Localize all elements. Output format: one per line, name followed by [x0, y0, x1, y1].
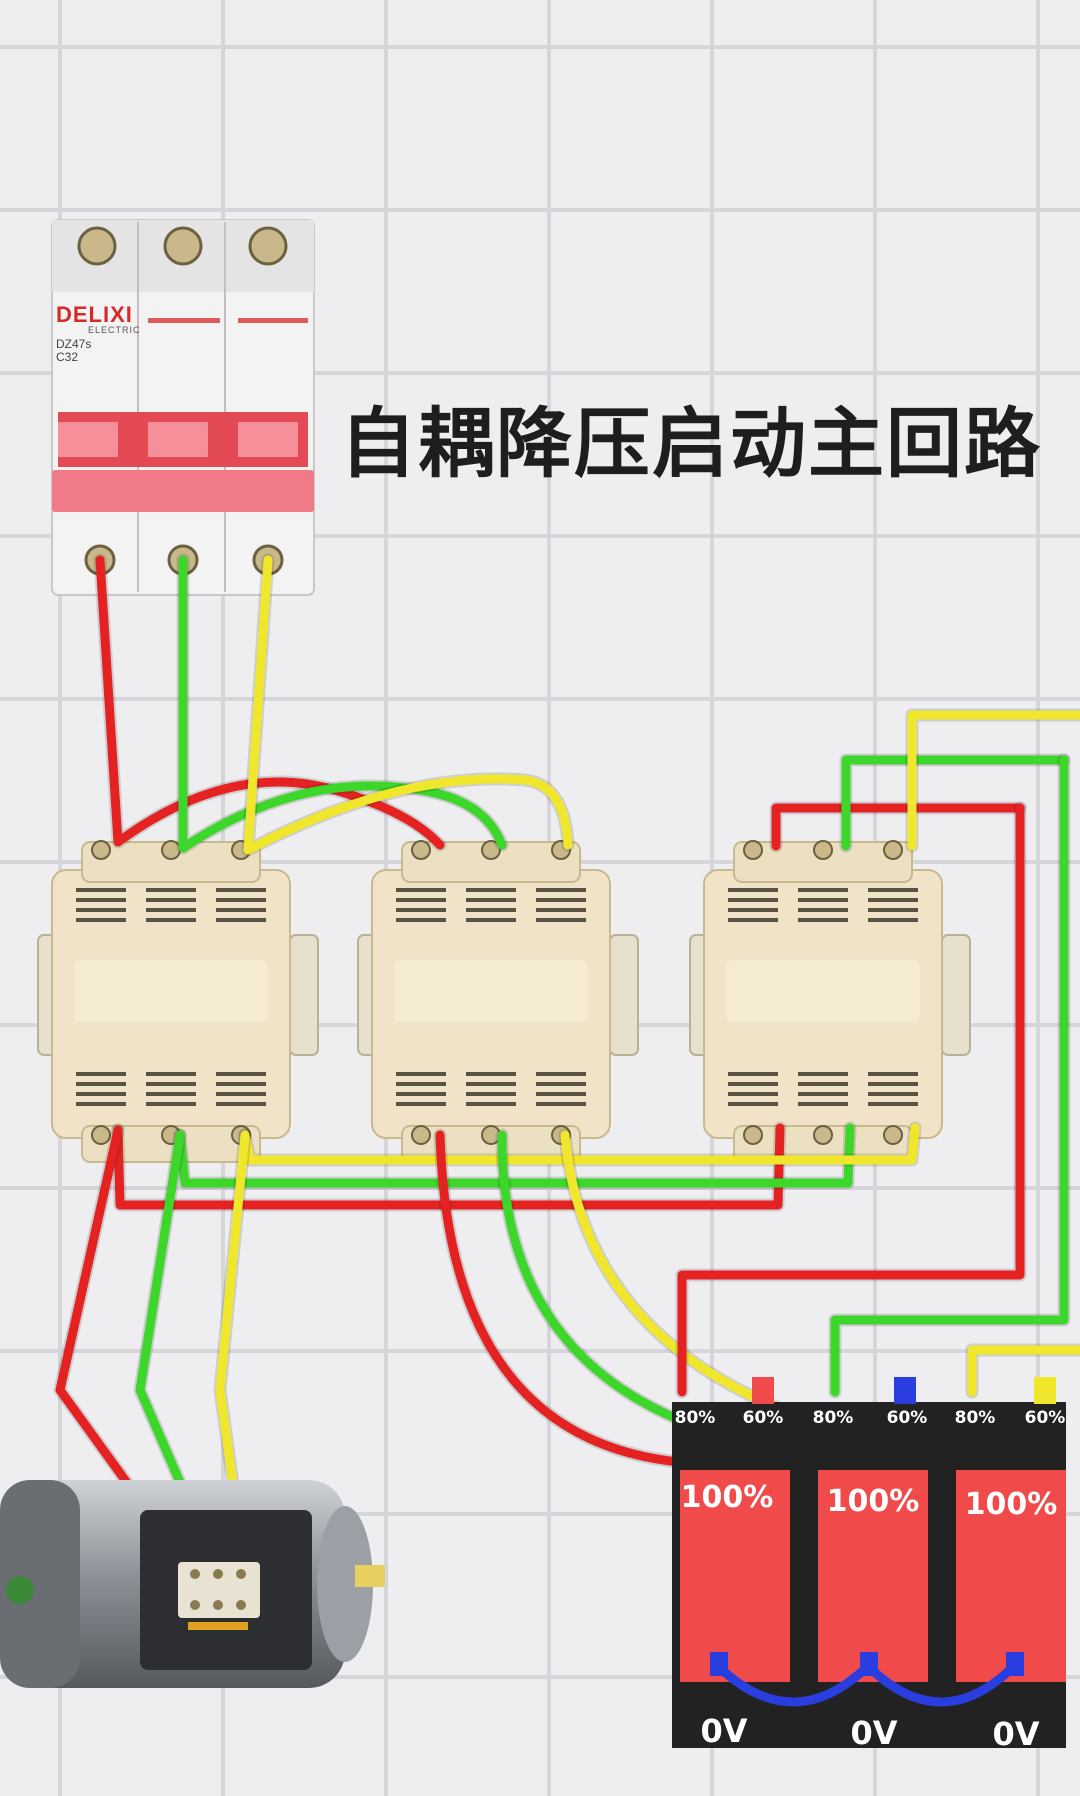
motor: [0, 1480, 385, 1688]
circuit-breaker: [51, 219, 315, 596]
neutral-label: 0V: [700, 1712, 748, 1750]
motor-nameplate: [6, 1576, 34, 1604]
neutral-label: 0V: [850, 1714, 898, 1752]
terminal-screw-icon: [411, 1125, 431, 1145]
wire-shadow: [905, 708, 1080, 853]
wire-l3: [243, 555, 573, 855]
wire-shadow: [241, 553, 575, 857]
terminal-screw-icon: [743, 1125, 763, 1145]
full-winding-label: 100%: [964, 1487, 1058, 1522]
contactor-star: [689, 840, 971, 1163]
wire-l3: [967, 1345, 1080, 1397]
terminal-screw-icon: [481, 840, 501, 860]
terminal-screw-icon: [883, 840, 903, 860]
wire-l1: [677, 803, 1025, 1397]
wire-l1: [435, 1130, 735, 1469]
contactor-main: [37, 840, 319, 1163]
neutral-label: 0V: [992, 1715, 1040, 1753]
breaker-screw-icon: [248, 226, 288, 266]
neutral-star-link: [714, 1659, 1018, 1707]
terminal-screw-icon: [813, 1125, 833, 1145]
breaker-screw-icon: [77, 226, 117, 266]
terminal-screw-icon: [813, 840, 833, 860]
breaker-brand-logo: DELIXI: [56, 302, 133, 327]
transformer-coil: [818, 1470, 928, 1682]
terminal-screw-icon: [743, 840, 763, 860]
page-title: 自耦降压启动主回路: [340, 399, 1042, 488]
breaker-screw-icon: [163, 226, 203, 266]
tap-label: 80%: [954, 1408, 996, 1428]
transformer-coil: [680, 1470, 790, 1682]
transformer-coil: [956, 1470, 1066, 1682]
autotransformer: [672, 1377, 1066, 1748]
tap-label: 80%: [674, 1408, 716, 1428]
motor-shaft: [355, 1565, 385, 1587]
tap-label: 60%: [1024, 1408, 1066, 1428]
contactor-start: [357, 840, 639, 1163]
terminal-screw-icon: [411, 840, 431, 860]
tap-label: 60%: [742, 1408, 784, 1428]
wire-shadow: [769, 801, 1027, 853]
wire-l2: [178, 555, 507, 853]
tap-label: 60%: [886, 1408, 928, 1428]
breaker-model-label: DZ47s: [56, 337, 92, 351]
breaker-model: DZ47s C32: [56, 338, 91, 364]
wire-shadow: [965, 1343, 1080, 1399]
breaker-brand-sub: ELECTRIC: [88, 325, 141, 335]
breaker-rating-label: C32: [56, 350, 79, 364]
full-winding-label: 100%: [680, 1480, 774, 1515]
tap-label: 80%: [812, 1408, 854, 1428]
terminal-screw-icon: [883, 1125, 903, 1145]
wire-l2: [841, 755, 1069, 851]
terminal-screw-icon: [91, 1125, 111, 1145]
wire-l2: [830, 755, 1069, 1397]
terminal-screw-icon: [91, 840, 111, 860]
wire-l1: [95, 555, 445, 850]
wire-l3: [907, 710, 1080, 851]
full-winding-label: 100%: [826, 1484, 920, 1519]
wire-l1: [771, 803, 1025, 851]
